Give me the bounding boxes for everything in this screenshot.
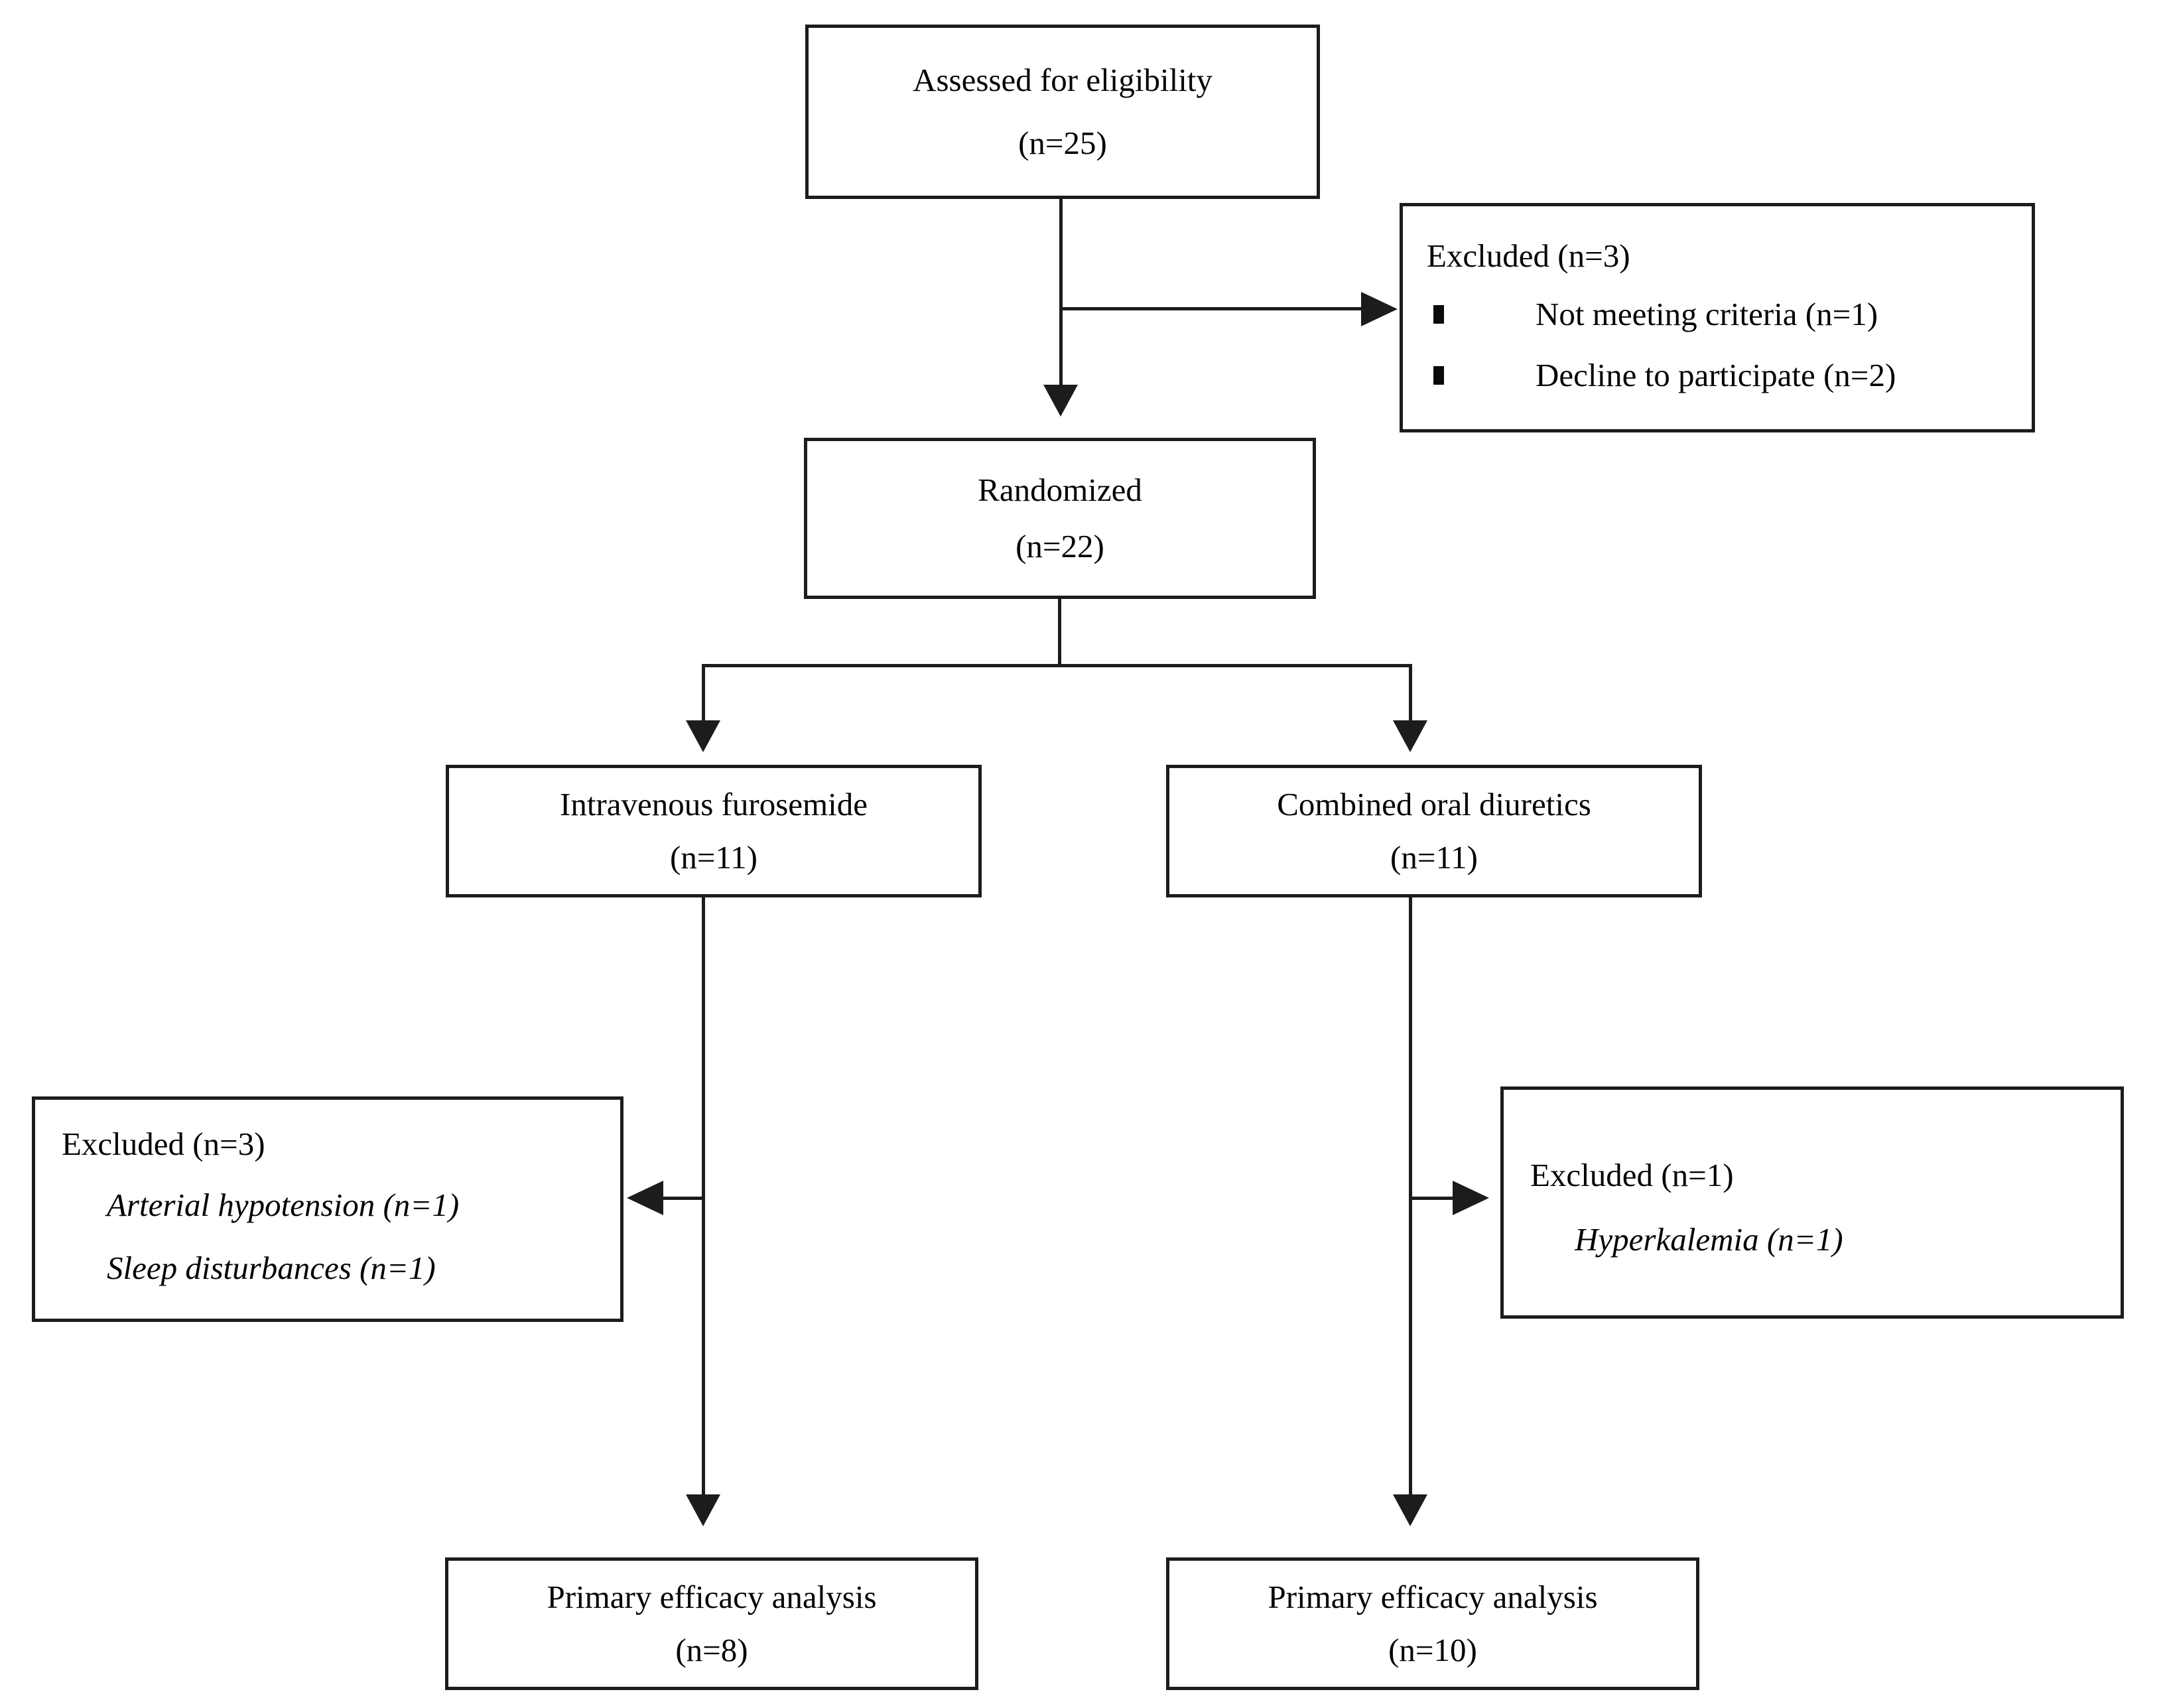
arm-right-count: (n=11)	[1390, 839, 1478, 876]
arm-left-count: (n=11)	[670, 839, 757, 876]
arrowhead-down-icon	[686, 720, 720, 752]
connector-split-bar	[702, 664, 1412, 667]
arrowhead-left-icon	[627, 1181, 663, 1215]
connector-to-excluded-left	[663, 1197, 703, 1200]
connector-arm-right-to-analysis	[1409, 897, 1412, 1494]
connector-split-left	[702, 664, 705, 722]
arrowhead-down-icon	[1393, 1494, 1427, 1526]
excluded-initial-title: Excluded (n=3)	[1427, 237, 1630, 274]
connector-to-excluded-initial	[1061, 307, 1361, 310]
primary-analysis-left-box: Primary efficacy analysis (n=8)	[445, 1557, 978, 1690]
connector-to-excluded-right	[1411, 1197, 1453, 1200]
analysis-left-count: (n=8)	[675, 1632, 748, 1668]
excluded-left-box: Excluded (n=3) Arterial hypotension (n=1…	[32, 1096, 623, 1322]
arm-combined-oral-diuretics-box: Combined oral diuretics (n=11)	[1166, 765, 1702, 897]
analysis-left-title: Primary efficacy analysis	[547, 1579, 877, 1615]
randomized-title: Randomized	[978, 472, 1142, 508]
arm-left-title: Intravenous furosemide	[560, 786, 868, 822]
arrowhead-right-icon	[1453, 1181, 1489, 1215]
excluded-initial-item-label: Decline to participate (n=2)	[1536, 357, 1896, 393]
primary-analysis-right-box: Primary efficacy analysis (n=10)	[1166, 1557, 1699, 1690]
excluded-initial-item-label: Not meeting criteria (n=1)	[1536, 296, 1878, 332]
excluded-left-title: Excluded (n=3)	[62, 1126, 265, 1162]
connector-assessed-to-randomized	[1059, 199, 1063, 385]
analysis-right-count: (n=10)	[1388, 1632, 1477, 1668]
randomized-box: Randomized (n=22)	[804, 438, 1316, 599]
excluded-right-box: Excluded (n=1) Hyperkalemia (n=1)	[1500, 1086, 2124, 1319]
excluded-right-title: Excluded (n=1)	[1530, 1157, 1734, 1193]
square-bullet-icon	[1433, 366, 1444, 385]
excluded-left-item: Sleep disturbances (n=1)	[107, 1250, 436, 1286]
arrowhead-right-icon	[1361, 292, 1398, 326]
arrowhead-down-icon	[1393, 720, 1427, 752]
excluded-right-item: Hyperkalemia (n=1)	[1575, 1221, 1843, 1258]
excluded-initial-item: Decline to participate (n=2)	[1427, 356, 2018, 395]
arm-right-title: Combined oral diuretics	[1277, 786, 1591, 822]
analysis-right-title: Primary efficacy analysis	[1268, 1579, 1598, 1615]
assessed-count: (n=25)	[1018, 125, 1107, 161]
assessed-title: Assessed for eligibility	[913, 62, 1213, 98]
arrowhead-down-icon	[686, 1494, 720, 1526]
arrowhead-down-icon	[1043, 385, 1078, 417]
connector-arm-left-to-analysis	[702, 897, 705, 1494]
arm-intravenous-furosemide-box: Intravenous furosemide (n=11)	[446, 765, 982, 897]
excluded-initial-item: Not meeting criteria (n=1)	[1427, 295, 2018, 334]
randomized-count: (n=22)	[1016, 528, 1104, 564]
excluded-initial-box: Excluded (n=3) Not meeting criteria (n=1…	[1400, 203, 2035, 432]
connector-randomized-stub	[1058, 599, 1061, 667]
connector-split-right	[1409, 664, 1412, 722]
assessed-box: Assessed for eligibility (n=25)	[805, 25, 1320, 199]
excluded-left-item: Arterial hypotension (n=1)	[107, 1187, 460, 1223]
square-bullet-icon	[1433, 305, 1444, 324]
